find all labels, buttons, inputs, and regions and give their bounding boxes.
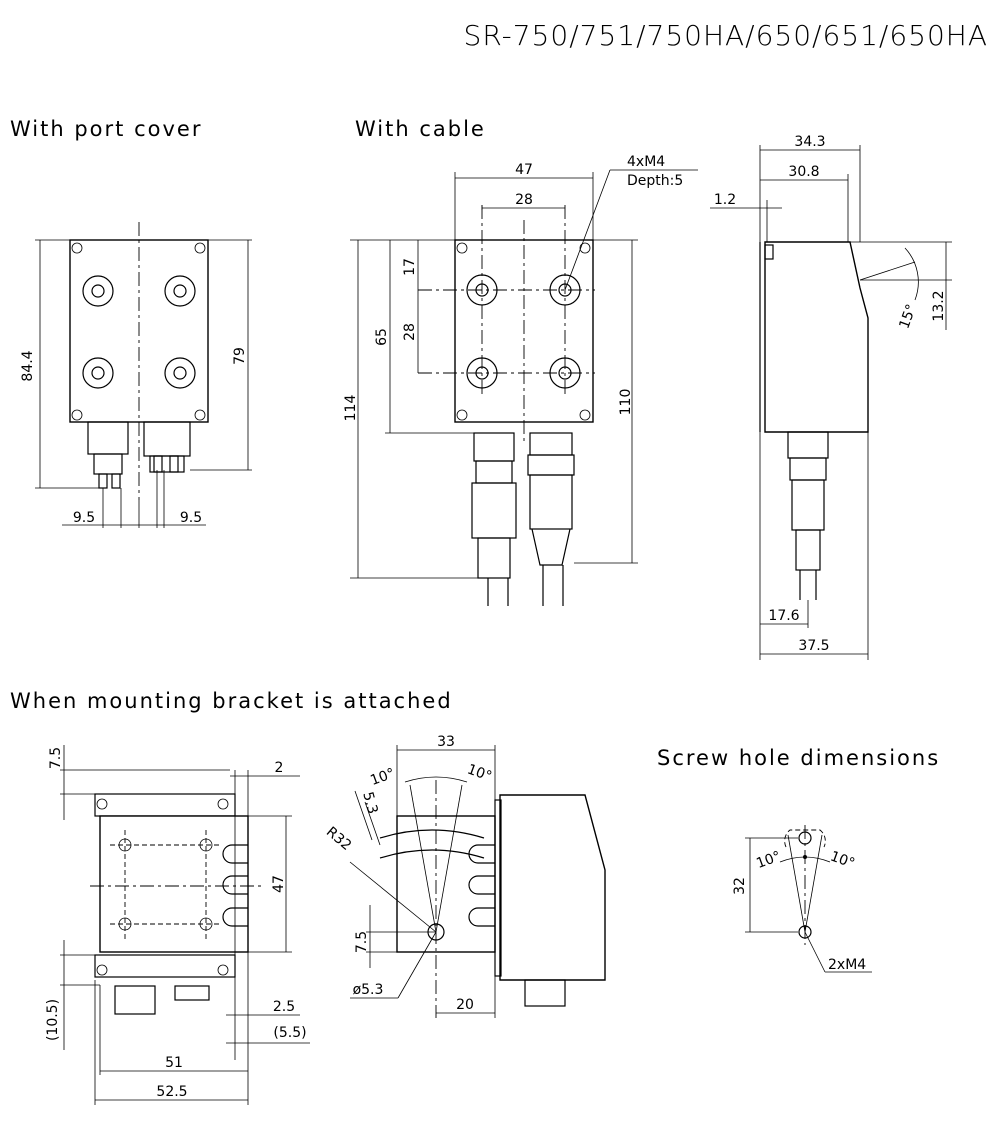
dim-cb-thread-line1: 4xM4 xyxy=(627,154,665,170)
section-cable: With cable xyxy=(355,117,486,141)
dim-sh-radius: 32 xyxy=(732,877,748,895)
dim-br2-pivot: 7.5 xyxy=(354,931,370,953)
dim-cb-thread-line2: Depth:5 xyxy=(627,173,683,189)
dim-sh-angle-left: 10° xyxy=(754,848,783,872)
dim-br-plate: 2 xyxy=(275,760,284,776)
dim-br-top: 7.5 xyxy=(48,747,64,769)
view-cable: 47 28 4xM4 Depth:5 114 65 17 28 110 xyxy=(343,154,698,606)
dim-br-bottom: (10.5) xyxy=(45,999,61,1041)
dim-br2-radius: R32 xyxy=(323,824,354,854)
dim-br2-angle-right: 10° xyxy=(465,761,494,785)
dim-sv-depth-total: 34.3 xyxy=(794,134,825,150)
dim-br-width-51: 51 xyxy=(165,1055,183,1071)
dim-br-side-25: 2.5 xyxy=(273,999,295,1015)
dim-sv-angle: 15° xyxy=(896,302,920,331)
dim-sh-angle-right: 10° xyxy=(828,848,857,872)
dim-sv-cable-offset: 17.6 xyxy=(768,608,799,624)
dim-br-side-55: (5.5) xyxy=(273,1025,306,1041)
view-port-cover: 84.4 79 9.5 9.5 xyxy=(20,222,252,528)
dim-cb-height-110: 110 xyxy=(618,389,634,416)
dim-cb-top-offset: 17 xyxy=(402,258,418,276)
dim-cb-hole-pitch-y: 28 xyxy=(402,323,418,341)
dim-sh-thread: 2xM4 xyxy=(828,957,866,973)
dim-br2-hole: ø5.3 xyxy=(353,982,384,998)
section-bracket: When mounting bracket is attached xyxy=(10,689,453,713)
view-bracket-side: 33 10° 10° 5.3 R32 7.5 ø5.3 20 xyxy=(323,734,606,1018)
section-port-cover: With port cover xyxy=(10,117,202,141)
dim-br-width-525: 52.5 xyxy=(156,1084,187,1100)
dim-br2-offset: 20 xyxy=(456,997,474,1013)
dim-sv-depth-30: 30.8 xyxy=(788,164,819,180)
dim-pc-port-left: 9.5 xyxy=(73,510,95,526)
drawing-title: SR-750/751/750HA/650/651/650HA xyxy=(464,19,988,52)
view-side: 34.3 30.8 1.2 15° 13.2 17.6 37.5 xyxy=(710,134,952,660)
dim-br-height: 47 xyxy=(271,875,287,893)
dim-sv-offset: 1.2 xyxy=(714,192,736,208)
dim-cb-total-height: 114 xyxy=(343,395,359,422)
dim-cb-width: 47 xyxy=(515,162,533,178)
dim-pc-height-body: 79 xyxy=(232,347,248,365)
dim-cb-hole-from-top: 65 xyxy=(374,328,390,346)
dim-sv-total-with-cable: 37.5 xyxy=(798,638,829,654)
dim-pc-port-right: 9.5 xyxy=(180,510,202,526)
dim-sv-window: 13.2 xyxy=(931,290,947,321)
dim-cb-hole-pitch-x: 28 xyxy=(515,192,533,208)
dim-br2-angle-left: 10° xyxy=(368,765,397,789)
dim-pc-height-total: 84.4 xyxy=(20,350,36,381)
section-screw-hole: Screw hole dimensions xyxy=(657,746,940,770)
view-bracket-front: 7.5 2 47 (10.5) 2.5 (5.5) 51 52.5 xyxy=(45,745,310,1105)
view-screw-hole: 10° 10° 32 2xM4 xyxy=(732,825,872,973)
dim-br2-width: 33 xyxy=(437,734,455,750)
dim-br2-slot: 5.3 xyxy=(359,790,380,816)
